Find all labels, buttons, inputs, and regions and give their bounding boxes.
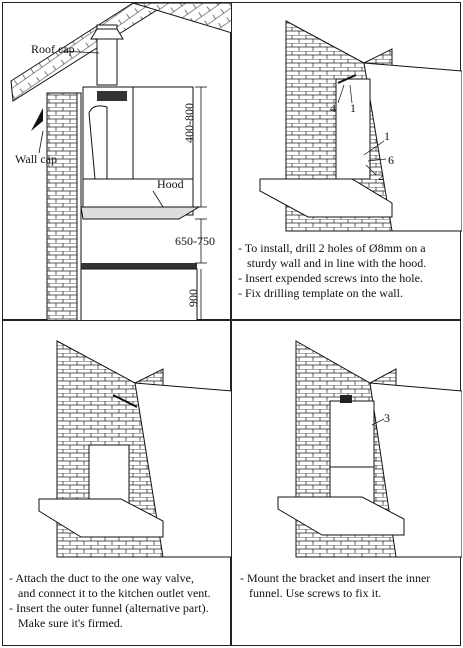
brick-wall [46,92,78,321]
bracket [112,394,138,408]
label-dim-duct: 400-800 [182,103,196,143]
duct-attach-drawing [38,340,232,558]
instructions-funnel: - Mount the bracket and insert the inner… [240,571,431,600]
funnel-mount-drawing [277,340,462,558]
label-dim-counter: 900 [186,289,200,307]
panel-drilling: 4 1 1 6 2 - To install, drill 2 holes of… [231,2,462,320]
instructions-duct: - Attach the duct to the one way valve, … [9,571,211,630]
bracket [337,74,357,84]
callout-1a: 1 [350,101,356,115]
house-section-drawing [10,3,232,321]
counter [80,268,198,321]
label-hood: Hood [157,177,184,191]
inner-funnel [329,400,375,468]
hood-body [259,178,393,218]
roof-cap-pipe [96,24,118,86]
hood-body [38,498,164,538]
cooktop [81,263,197,269]
drilling-template [335,78,371,180]
vent-grille [97,91,127,101]
panel-funnel-mount: 3 - Mount the bracket and insert the inn… [231,320,462,646]
label-roof-cap: Roof cap [31,42,75,56]
callout-6: 6 [388,153,394,167]
label-wall-cap: Wall cap [15,152,58,166]
label-dim-height: 650-750 [175,234,215,248]
hood-body [277,496,405,536]
wall-cap [31,108,43,131]
panel-duct-attach: - Attach the duct to the one way valve, … [2,320,232,646]
roof-hatch [10,3,169,102]
panel-house-section: Roof cap Wall cap Hood 400-800 650-750 9… [2,2,232,321]
hood-canopy [80,206,201,220]
instructions-drilling: - To install, drill 2 holes of Ø8mm on a… [238,241,427,300]
callout-1b: 1 [384,129,390,143]
drilling-drawing [259,20,462,232]
callout-4: 4 [330,101,336,115]
dimension-lines [195,86,207,321]
callout-2: 2 [378,169,384,183]
callout-3: 3 [384,411,390,425]
